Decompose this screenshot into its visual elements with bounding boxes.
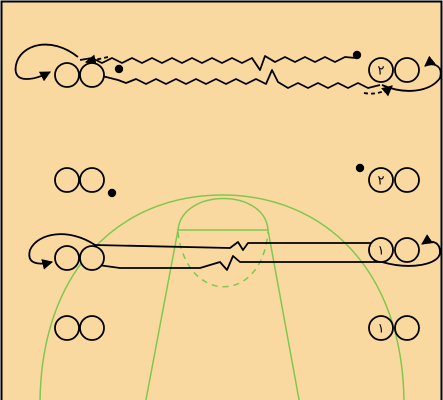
player-bottom-left-a xyxy=(54,315,80,341)
player-top-right-b xyxy=(394,57,420,83)
ball-mid-right xyxy=(355,163,365,173)
player-top-right-a xyxy=(368,57,394,83)
player-lane-right-b xyxy=(394,237,420,263)
ball-mid-left xyxy=(107,188,117,198)
label-lane-right: ١ xyxy=(378,244,385,259)
free-throw-circle-bottom xyxy=(177,231,269,288)
lane-pass-path-upper xyxy=(94,241,375,251)
player-top-left-a xyxy=(54,62,80,88)
lane-right-loop xyxy=(381,234,441,267)
label-bottom-right: ١ xyxy=(378,322,385,337)
top-left-dashed-pass xyxy=(84,54,109,66)
ball-top-right xyxy=(352,50,362,60)
top-pass-path-lower xyxy=(101,69,381,89)
player-mid-right-b xyxy=(394,167,420,193)
player-lane-left-b xyxy=(79,245,105,271)
movement-paths xyxy=(14,43,442,271)
player-lane-right-a xyxy=(368,237,394,263)
player-mid-left-a xyxy=(54,167,80,193)
lane-pass-path-lower xyxy=(97,255,382,271)
player-bottom-left-b xyxy=(79,315,105,341)
label-top-right: ٢ xyxy=(378,64,385,79)
free-throw-lane xyxy=(145,229,300,400)
player-mid-left-b xyxy=(79,167,105,193)
player-labels: ٢ ٢ ١ ١ xyxy=(378,64,385,337)
balls xyxy=(107,50,365,198)
player-mid-right-a xyxy=(368,167,394,193)
players xyxy=(54,57,420,341)
top-left-loop xyxy=(14,43,79,82)
lane-left-loop xyxy=(28,233,96,270)
top-right-dashed-pass xyxy=(363,85,393,97)
three-point-arc xyxy=(39,194,405,400)
label-mid-right: ٢ xyxy=(378,174,385,189)
player-lane-left-a xyxy=(54,245,80,271)
player-bottom-right-b xyxy=(394,315,420,341)
court-markings xyxy=(39,194,405,400)
player-top-left-b xyxy=(79,62,105,88)
top-pass-path-upper xyxy=(79,55,357,71)
top-right-loop xyxy=(381,55,442,92)
ball-top-left xyxy=(114,64,124,74)
player-bottom-right-a xyxy=(368,315,394,341)
free-throw-circle-top xyxy=(177,197,269,231)
